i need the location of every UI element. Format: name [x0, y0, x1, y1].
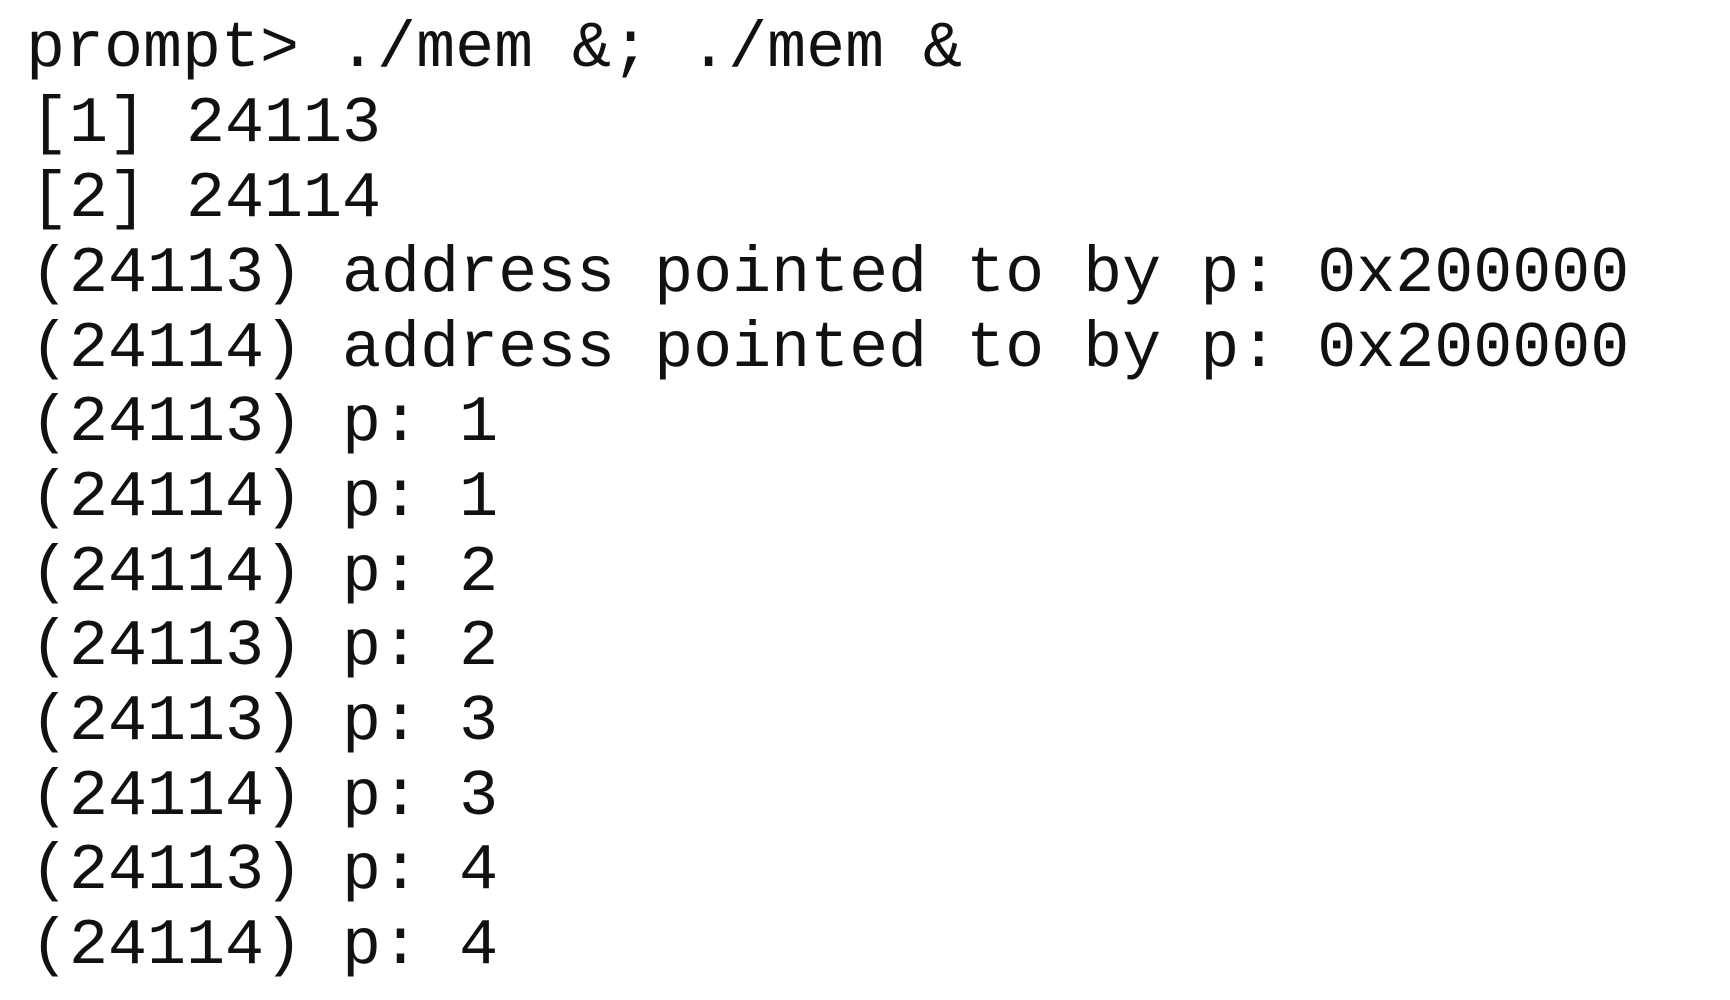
output-line: (24113) address pointed to by p: 0x20000…	[30, 237, 1630, 311]
job-line: [2] 24114	[30, 162, 382, 236]
command-prompt-line: prompt> ./mem &; ./mem &	[26, 12, 963, 86]
output-line: (24113) p: 1	[30, 386, 499, 460]
output-line: (24113) p: 4	[30, 834, 499, 908]
job-line: [1] 24113	[30, 87, 382, 161]
output-line: (24113) p: 3	[30, 685, 499, 759]
output-line: (24114) p: 2	[30, 536, 499, 610]
output-line: (24114) p: 3	[30, 760, 499, 834]
output-line: (24114) p: 4	[30, 909, 499, 983]
output-line: (24113) p: 2	[30, 610, 499, 684]
output-line: (24114) address pointed to by p: 0x20000…	[30, 312, 1630, 386]
output-line: (24114) p: 1	[30, 461, 499, 535]
